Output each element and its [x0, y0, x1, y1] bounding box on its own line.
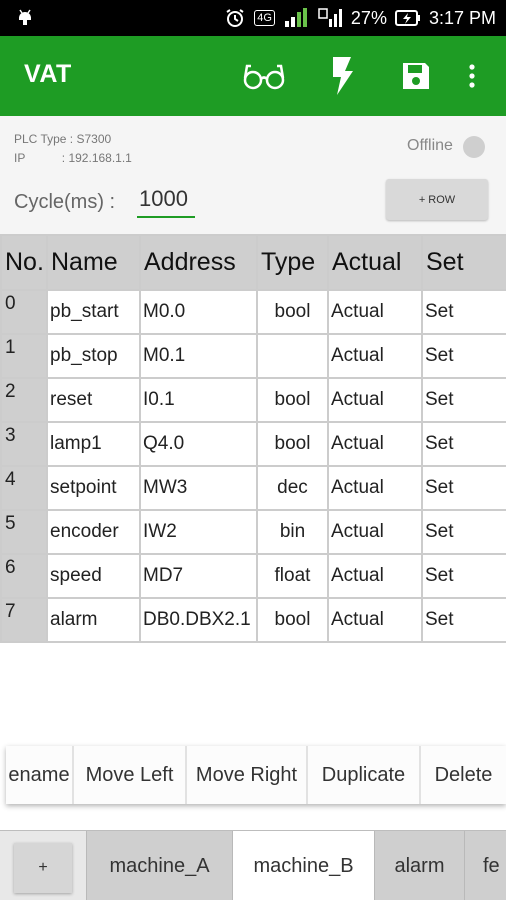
tab-machine-a[interactable]: machine_A	[86, 831, 232, 900]
set-cell[interactable]: Set	[421, 509, 506, 555]
glasses-icon[interactable]	[242, 54, 286, 98]
cycle-label: Cycle(ms) :	[14, 191, 116, 213]
tab-alarm[interactable]: alarm	[374, 831, 464, 900]
table-row: 0 pb_start M0.0 bool Actual Set	[0, 289, 506, 335]
type-cell[interactable]: bool	[256, 421, 329, 467]
android-icon	[14, 6, 36, 28]
set-cell[interactable]: Set	[421, 465, 506, 511]
table-row: 7 alarm DB0.DBX2.1 bool Actual Set	[0, 597, 506, 643]
connection-status-label: Offline	[407, 137, 453, 154]
app-title: VAT	[24, 60, 72, 88]
name-cell[interactable]: speed	[46, 553, 141, 599]
sheet-tab-bar: + machine_A machine_B alarm fe	[0, 830, 506, 900]
header-actual: Actual	[327, 234, 423, 291]
alarm-clock-icon	[224, 7, 246, 29]
set-cell[interactable]: Set	[421, 333, 506, 379]
type-cell[interactable]: float	[256, 553, 329, 599]
app-bar: VAT	[0, 36, 506, 116]
address-cell[interactable]: Q4.0	[139, 421, 258, 467]
address-cell[interactable]: M0.0	[139, 289, 258, 335]
add-sheet-button[interactable]: +	[14, 843, 72, 893]
rename-button[interactable]: ename	[6, 746, 74, 804]
address-cell[interactable]: DB0.DBX2.1	[139, 597, 258, 643]
name-cell[interactable]: lamp1	[46, 421, 141, 467]
duplicate-button[interactable]: Duplicate	[308, 746, 421, 804]
signal-sim2-icon	[317, 7, 343, 29]
address-cell[interactable]: MD7	[139, 553, 258, 599]
table-row: 4 setpoint MW3 dec Actual Set	[0, 465, 506, 511]
header-set: Set	[421, 234, 506, 291]
type-cell[interactable]: bin	[256, 509, 329, 555]
row-number: 2	[0, 377, 48, 423]
row-number: 7	[0, 597, 48, 643]
header-type: Type	[256, 234, 329, 291]
table-row: 5 encoder IW2 bin Actual Set	[0, 509, 506, 555]
row-number: 6	[0, 553, 48, 599]
sheet-action-bar: ename Move Left Move Right Duplicate Del…	[6, 746, 506, 804]
address-cell[interactable]: MW3	[139, 465, 258, 511]
name-cell[interactable]: encoder	[46, 509, 141, 555]
table-row: 2 reset I0.1 bool Actual Set	[0, 377, 506, 423]
actual-cell: Actual	[327, 289, 423, 335]
plc-info-panel: PLC Type : S7300 IP : 192.168.1.1 Offlin…	[0, 116, 506, 234]
clock-time: 3:17 PM	[428, 7, 496, 28]
tab-machine-b[interactable]: machine_B	[232, 831, 374, 900]
actual-cell: Actual	[327, 509, 423, 555]
add-row-button[interactable]: + ROW	[386, 179, 488, 220]
address-cell[interactable]: I0.1	[139, 377, 258, 423]
header-no: No.	[0, 234, 48, 291]
header-address: Address	[139, 234, 258, 291]
name-cell[interactable]: pb_stop	[46, 333, 141, 379]
flash-icon[interactable]	[320, 54, 364, 98]
actual-cell: Actual	[327, 553, 423, 599]
move-right-button[interactable]: Move Right	[187, 746, 308, 804]
row-number: 0	[0, 289, 48, 335]
tab-fe[interactable]: fe	[464, 831, 506, 900]
table-header-row: No. Name Address Type Actual Set	[0, 234, 506, 291]
set-cell[interactable]: Set	[421, 597, 506, 643]
name-cell[interactable]: alarm	[46, 597, 141, 643]
actual-cell: Actual	[327, 333, 423, 379]
plc-ip-label: IP : 192.168.1.1	[14, 151, 132, 165]
network-type-badge: 4G	[254, 10, 275, 26]
type-cell[interactable]	[256, 333, 329, 379]
name-cell[interactable]: pb_start	[46, 289, 141, 335]
signal-icon	[283, 7, 309, 29]
table-row: 1 pb_stop M0.1 Actual Set	[0, 333, 506, 379]
vat-table: No. Name Address Type Actual Set 0 pb_st…	[0, 234, 506, 643]
header-name: Name	[46, 234, 141, 291]
plc-type-label: PLC Type : S7300	[14, 132, 112, 146]
type-cell[interactable]: dec	[256, 465, 329, 511]
set-cell[interactable]: Set	[421, 553, 506, 599]
status-bar: 4G 27% 3:17 PM	[0, 0, 506, 36]
delete-button[interactable]: Delete	[421, 746, 506, 804]
row-number: 4	[0, 465, 48, 511]
more-vert-icon[interactable]	[452, 54, 492, 98]
row-number: 1	[0, 333, 48, 379]
battery-charging-icon	[394, 9, 421, 27]
row-number: 5	[0, 509, 48, 555]
address-cell[interactable]: M0.1	[139, 333, 258, 379]
set-cell[interactable]: Set	[421, 377, 506, 423]
set-cell[interactable]: Set	[421, 289, 506, 335]
actual-cell: Actual	[327, 465, 423, 511]
actual-cell: Actual	[327, 421, 423, 467]
set-cell[interactable]: Set	[421, 421, 506, 467]
table-row: 3 lamp1 Q4.0 bool Actual Set	[0, 421, 506, 467]
table-row: 6 speed MD7 float Actual Set	[0, 553, 506, 599]
name-cell[interactable]: reset	[46, 377, 141, 423]
actual-cell: Actual	[327, 377, 423, 423]
row-number: 3	[0, 421, 48, 467]
type-cell[interactable]: bool	[256, 377, 329, 423]
actual-cell: Actual	[327, 597, 423, 643]
address-cell[interactable]: IW2	[139, 509, 258, 555]
name-cell[interactable]: setpoint	[46, 465, 141, 511]
move-left-button[interactable]: Move Left	[74, 746, 187, 804]
type-cell[interactable]: bool	[256, 597, 329, 643]
connection-toggle[interactable]	[463, 136, 485, 158]
save-icon[interactable]	[394, 54, 438, 98]
type-cell[interactable]: bool	[256, 289, 329, 335]
battery-percent: 27%	[350, 7, 387, 28]
cycle-input[interactable]	[137, 184, 195, 218]
